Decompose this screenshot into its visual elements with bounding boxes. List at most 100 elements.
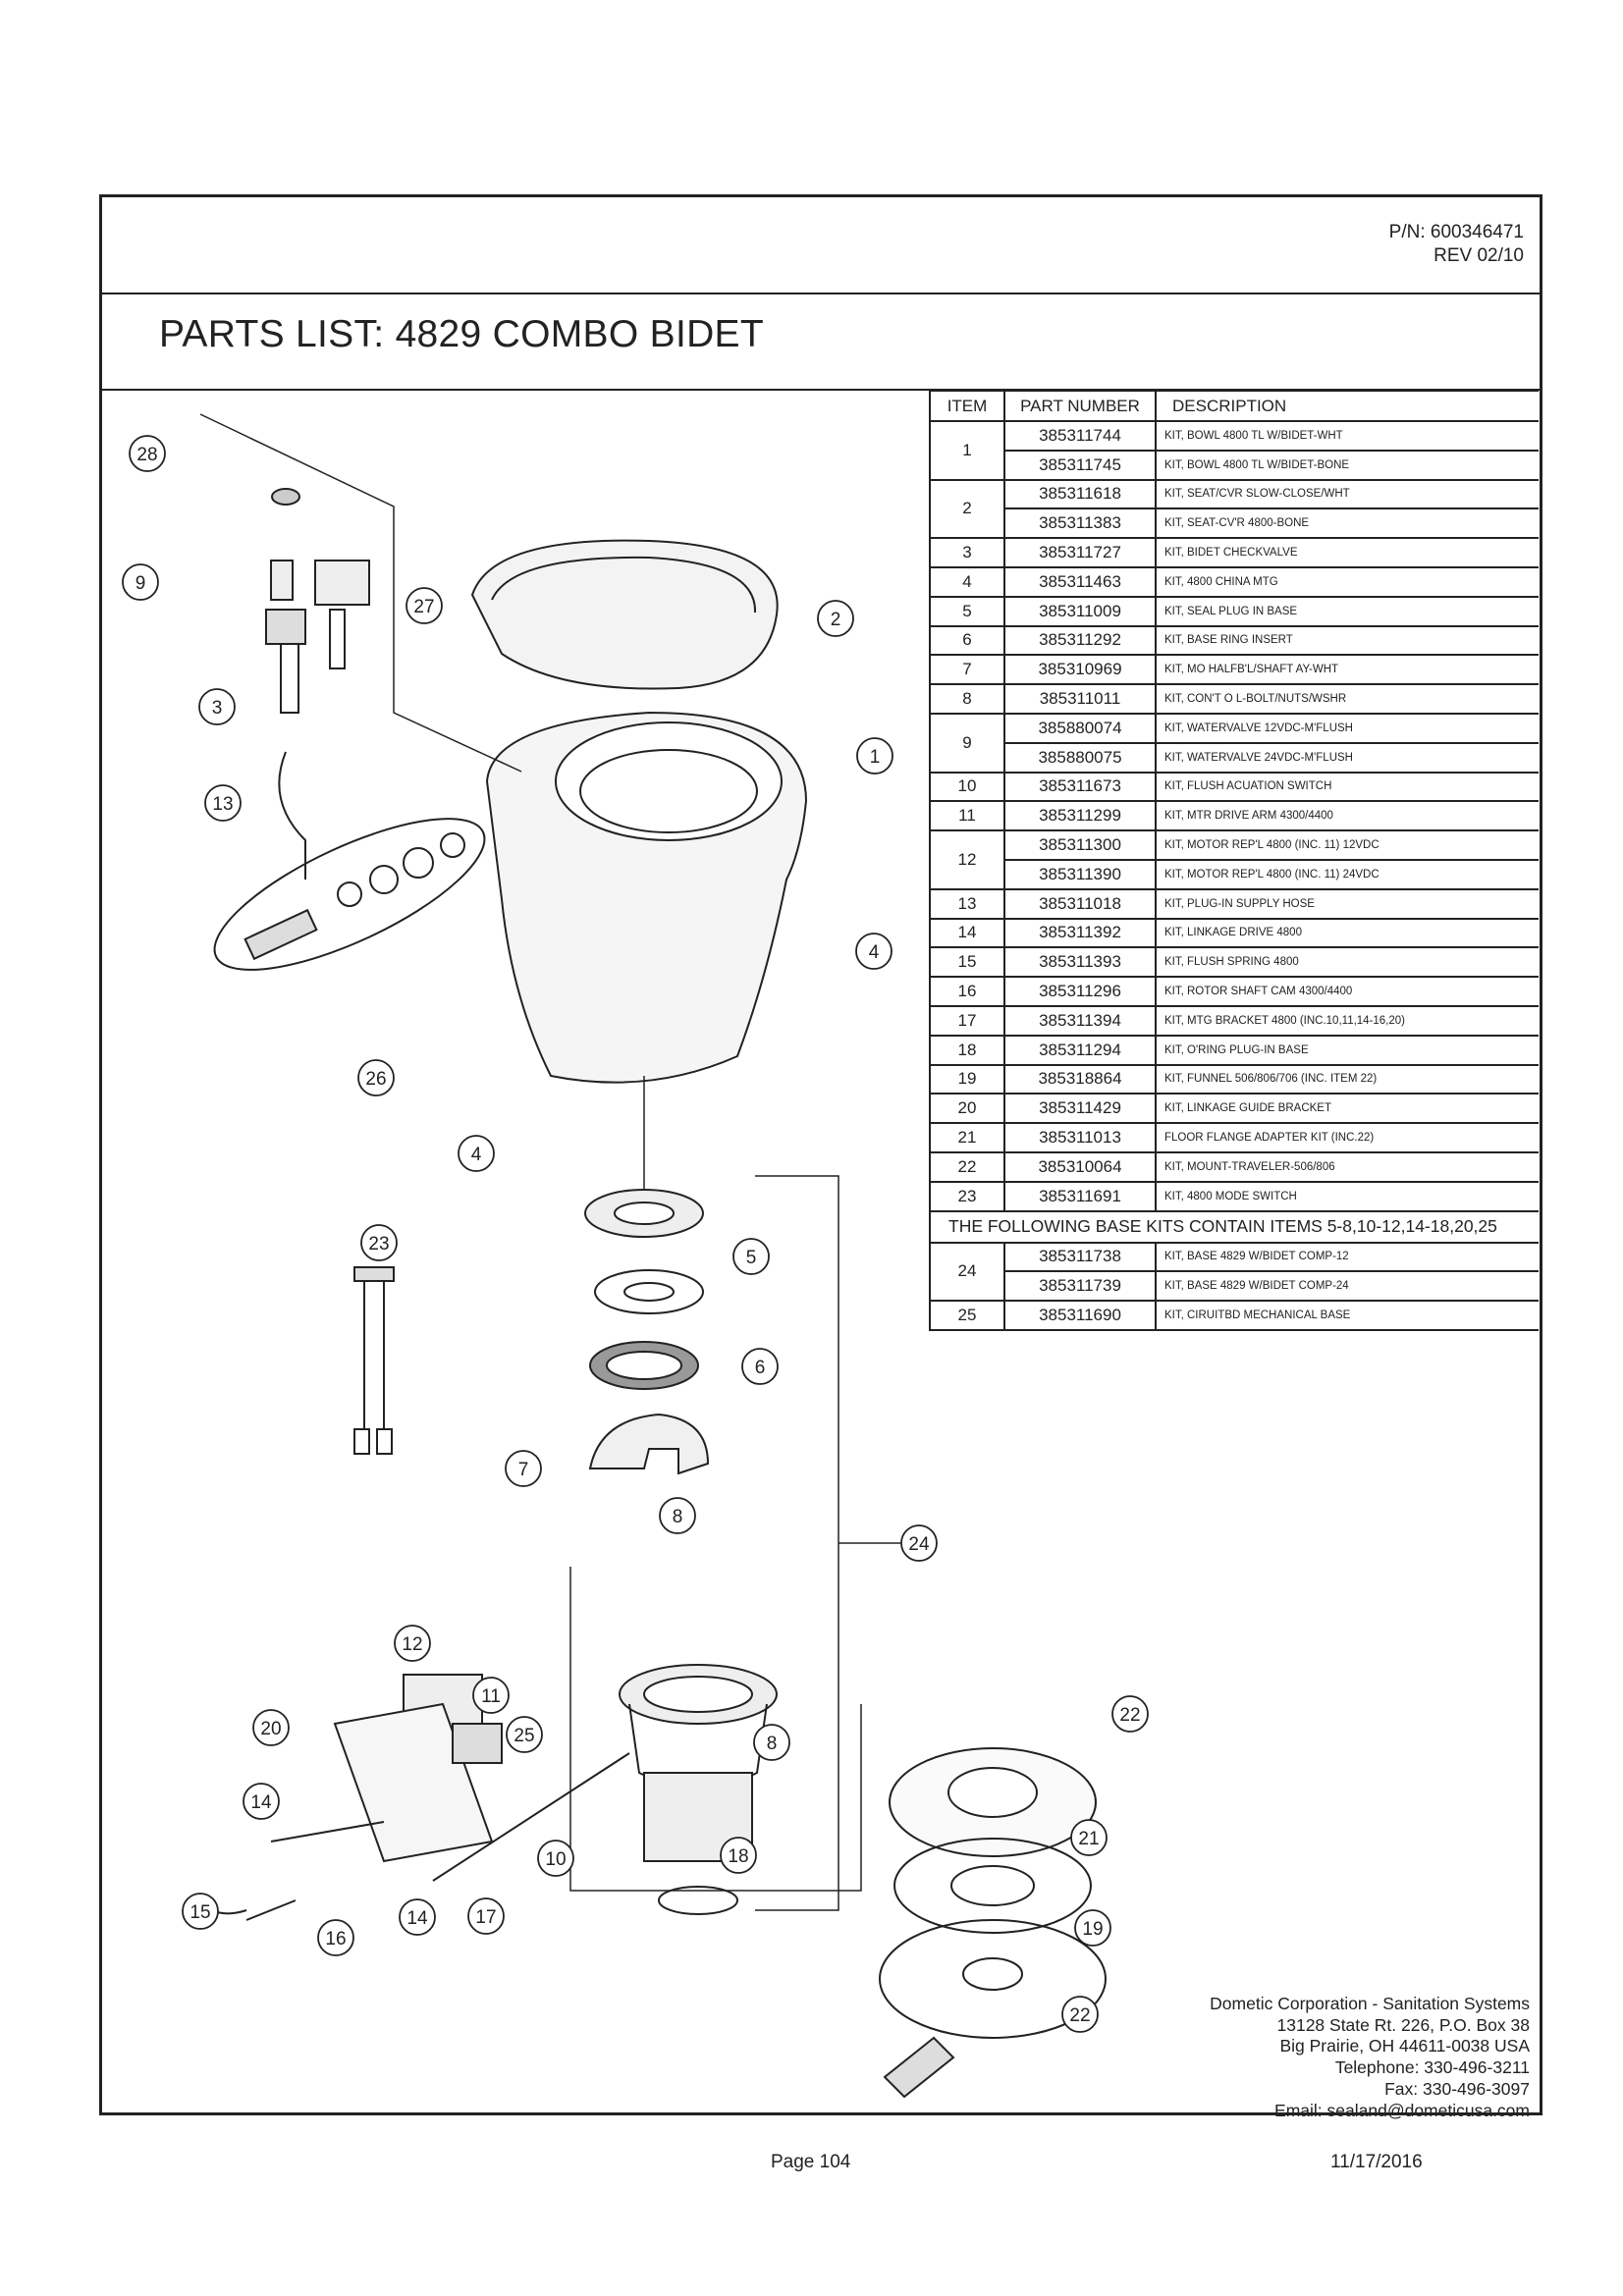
callout-circle xyxy=(856,737,893,774)
column-header-part-number: PART NUMBER xyxy=(1003,390,1157,422)
callout-circle xyxy=(406,587,443,624)
description-cell: KIT, PLUG-IN SUPPLY HOSE xyxy=(1155,887,1539,920)
item-number: 11 xyxy=(929,800,1005,832)
part-number-cell: 385311294 xyxy=(1003,1034,1157,1066)
part-number-cell: 385311738 xyxy=(1003,1241,1157,1273)
description-cell: KIT, WATERVALVE 12VDC-M'FLUSH xyxy=(1155,712,1539,744)
part-number-cell: 385311009 xyxy=(1003,595,1157,627)
callout-circle xyxy=(198,688,236,725)
callout-circle xyxy=(506,1716,543,1753)
part-number-cell: 385311744 xyxy=(1003,420,1157,452)
callout-label: 1 xyxy=(870,747,881,768)
parts-sheet-frame: P/N: 600346471 REV 02/10 PARTS LIST: 482… xyxy=(99,194,1542,2120)
part-number-cell: 385311727 xyxy=(1003,537,1157,568)
callout-circle xyxy=(1111,1695,1149,1733)
callout-label: 18 xyxy=(728,1846,748,1867)
callout-label: 20 xyxy=(260,1719,281,1739)
description-cell: KIT, 4800 MODE SWITCH xyxy=(1155,1180,1539,1212)
callout-label: 22 xyxy=(1119,1705,1140,1726)
part-number-cell: 385311018 xyxy=(1003,887,1157,920)
part-number-cell: 385311673 xyxy=(1003,771,1157,803)
part-number-cell: 385311383 xyxy=(1003,507,1157,540)
callout-circle xyxy=(753,1724,790,1761)
callout-label: 8 xyxy=(673,1507,683,1527)
fax: Fax: 330-496-3097 xyxy=(1384,2078,1530,2099)
item-number: 1 xyxy=(929,420,1005,481)
part-number-cell: 385311745 xyxy=(1003,449,1157,481)
description-cell: KIT, BASE 4829 W/BIDET COMP-24 xyxy=(1155,1270,1539,1303)
column-header-description: DESCRIPTION xyxy=(1155,390,1539,422)
callout-circle xyxy=(505,1450,542,1487)
item-number: 14 xyxy=(929,917,1005,949)
item-number: 2 xyxy=(929,478,1005,540)
leader-lines xyxy=(199,413,919,1911)
address-street: 13128 State Rt. 226, P.O. Box 38 xyxy=(1276,2014,1531,2035)
company-name: Dometic Corporation - Sanitation Systems xyxy=(1210,1994,1530,2013)
callout-circle xyxy=(204,784,242,822)
callout-label: 7 xyxy=(518,1460,529,1480)
page-title: PARTS LIST: 4829 COMBO BIDET xyxy=(159,313,764,355)
part-number-cell: 385311739 xyxy=(1003,1270,1157,1303)
callout-circle xyxy=(357,1059,395,1096)
callout-label: 25 xyxy=(514,1726,534,1746)
description-cell: KIT, BIDET CHECKVALVE xyxy=(1155,537,1539,568)
description-cell: KIT, WATERVALVE 24VDC-M'FLUSH xyxy=(1155,741,1539,774)
contact-block: Dometic Corporation - Sanitation Systems… xyxy=(1210,1994,1530,2121)
callout-circle xyxy=(472,1677,510,1714)
water-valve-assembly xyxy=(265,488,370,880)
description-cell: KIT, O'RING PLUG-IN BASE xyxy=(1155,1034,1539,1066)
description-cell: KIT, MTG BRACKET 4800 (INC.10,11,14-16,2… xyxy=(1155,1004,1539,1037)
callout-label: 13 xyxy=(212,794,233,815)
description-cell: KIT, BASE 4829 W/BIDET COMP-12 xyxy=(1155,1241,1539,1273)
callout-circle xyxy=(537,1840,574,1877)
part-number-cell: 385311393 xyxy=(1003,946,1157,979)
callout-circle xyxy=(741,1348,779,1385)
item-number: 24 xyxy=(929,1241,1005,1303)
item-number: 16 xyxy=(929,976,1005,1007)
document-id: P/N: 600346471 REV 02/10 xyxy=(1389,221,1524,268)
item-number: 6 xyxy=(929,624,1005,657)
callout-circle xyxy=(1070,1819,1108,1856)
callout-label: 16 xyxy=(325,1929,346,1949)
callout-circle xyxy=(243,1783,280,1820)
callout-label: 9 xyxy=(135,573,146,594)
callout-label: 21 xyxy=(1078,1829,1099,1849)
callout-label: 27 xyxy=(413,597,434,617)
callout-label: 14 xyxy=(406,1908,428,1929)
callout-label: 2 xyxy=(831,610,841,630)
description-cell: KIT, MOTOR REP'L 4800 (INC. 11) 12VDC xyxy=(1155,829,1539,861)
base-kit-notice: THE FOLLOWING BASE KITS CONTAIN ITEMS 5-… xyxy=(929,1209,1539,1244)
callout-label: 14 xyxy=(250,1792,272,1813)
part-number: P/N: 600346471 xyxy=(1388,222,1524,242)
table-header-row: ITEM PART NUMBER DESCRIPTION xyxy=(929,390,1539,422)
description-cell: KIT, CIRUITBD MECHANICAL BASE xyxy=(1155,1300,1539,1331)
part-number-cell: 385311690 xyxy=(1003,1300,1157,1331)
callout-circle xyxy=(399,1898,436,1936)
part-number-cell: 385310969 xyxy=(1003,654,1157,686)
part-number-cell: 385311296 xyxy=(1003,976,1157,1007)
callout-label: 23 xyxy=(368,1234,389,1255)
part-number-cell: 385311390 xyxy=(1003,858,1157,890)
callout-circle xyxy=(659,1497,696,1534)
item-number: 22 xyxy=(929,1150,1005,1183)
motor-and-bracket xyxy=(196,1674,503,1921)
part-number-cell: 385311429 xyxy=(1003,1093,1157,1125)
description-cell: KIT, FLUSH ACUATION SWITCH xyxy=(1155,771,1539,803)
description-cell: KIT, MTR DRIVE ARM 4300/4400 xyxy=(1155,800,1539,832)
callout-circle xyxy=(129,435,166,472)
